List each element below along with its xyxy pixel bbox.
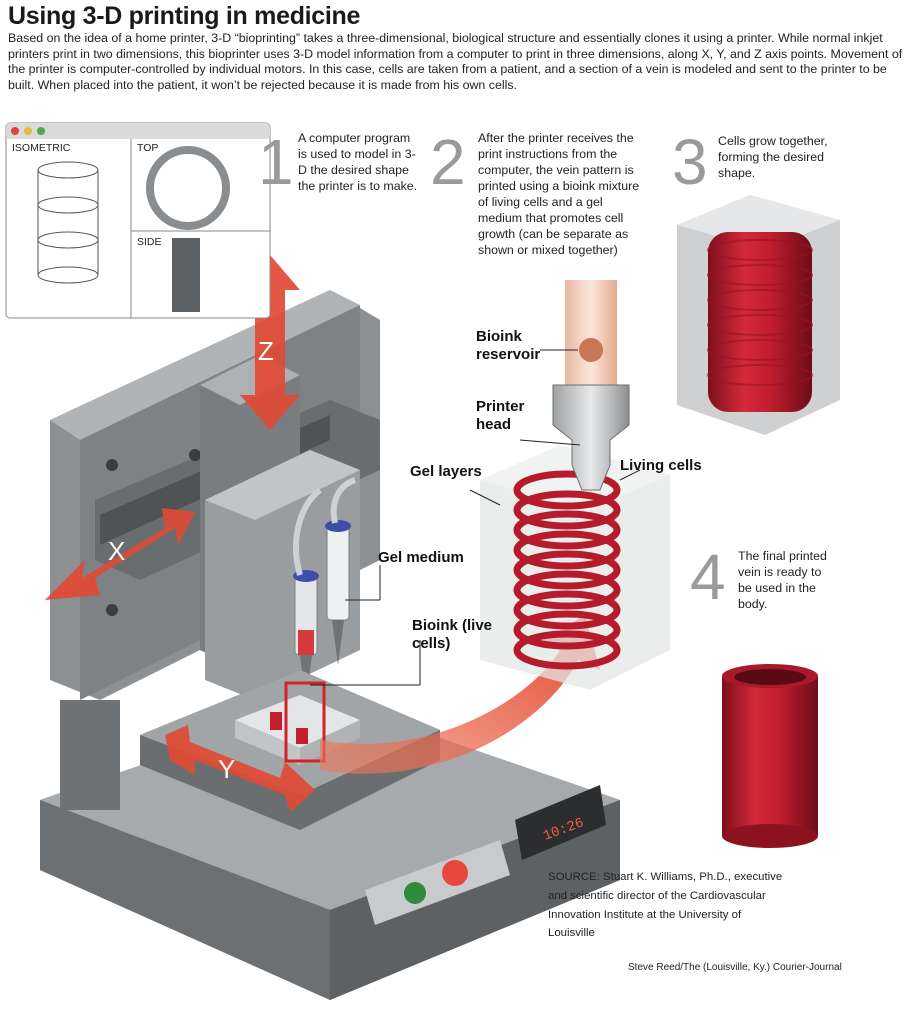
source-note: SOURCE: Stuart K. Williams, Ph.D., execu… [548,871,783,940]
step-1-number: 1 [258,126,294,198]
callout-gel-medium: Gel medium [378,549,464,566]
view-label-side: SIDE [137,236,162,248]
intro-paragraph: Based on the idea of a home printer, 3-D… [8,31,903,92]
callout-gel-layers: Gel layers [410,463,482,480]
software-window [5,122,271,319]
minimize-icon[interactable] [24,127,32,135]
axis-arrows: Z X Y [45,255,315,812]
final-vein [722,664,818,848]
x-axis-label: X [108,536,125,566]
bioprinting-scene [480,280,670,690]
y-axis-label: Y [218,754,235,784]
step-4-number: 4 [690,541,726,613]
step-2-text: After the printer receives the print ins… [478,131,640,257]
step-3-number: 3 [672,126,708,198]
step-1-text: A computer program is used to model in 3… [298,131,418,193]
callout-living-cells: Living cells [620,457,702,474]
view-label-isometric: ISOMETRIC [12,142,71,154]
step-3-text: Cells grow together, forming the desired… [718,134,828,180]
maximize-icon[interactable] [37,127,45,135]
step-4-text: The final printed vein is ready to be us… [738,549,827,611]
close-icon[interactable] [11,127,19,135]
z-axis-label: Z [258,336,274,366]
credit-line: Steve Reed/The (Louisville, Ky.) Courier… [628,962,842,973]
view-label-top: TOP [137,142,159,154]
callout-printer-head: Printer head [476,398,525,433]
callout-leader-lines [310,349,641,686]
grown-vein-block [677,195,840,435]
step-2-number: 2 [430,126,466,198]
callout-bioink-reservoir: Bioink reservoir [476,328,541,363]
page-title: Using 3-D printing in medicine [8,2,361,30]
callout-bioink-live-cells: Bioink (live cells) [412,617,493,652]
